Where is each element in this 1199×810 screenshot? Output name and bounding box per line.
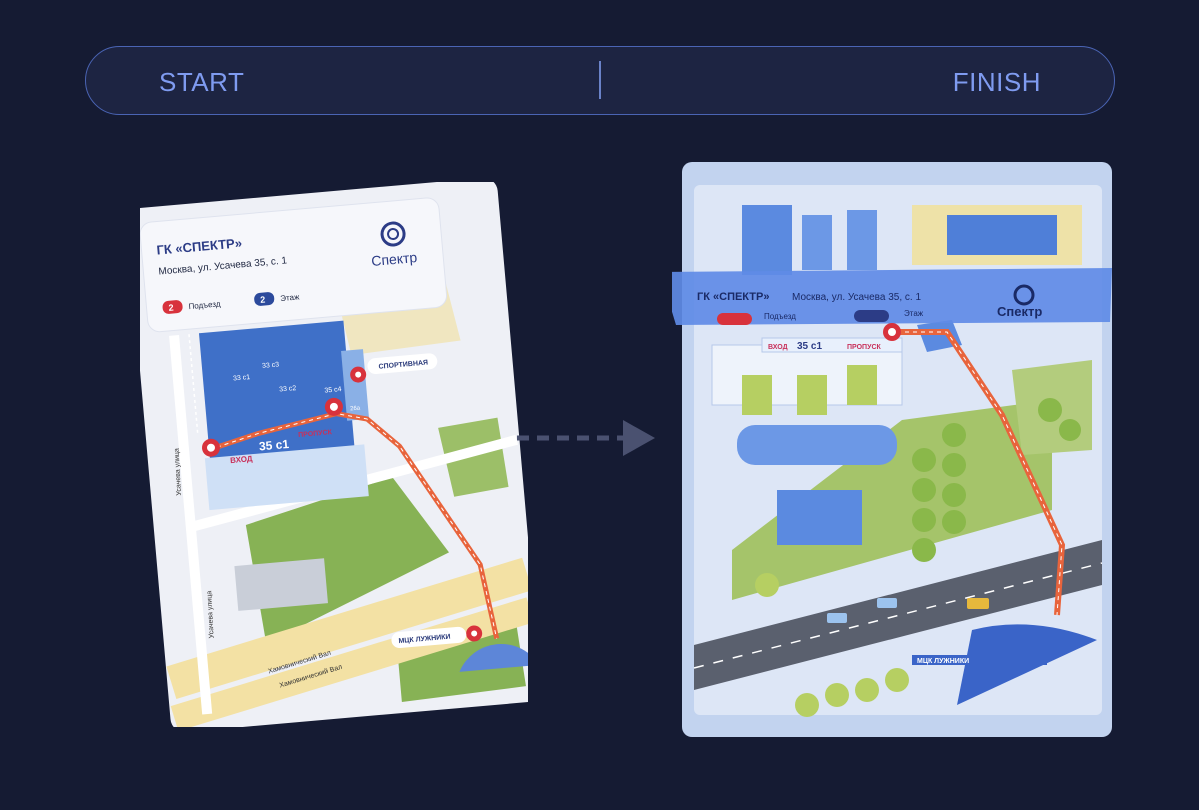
before-label-33c3: 33 с3 <box>262 361 280 369</box>
before-label-35c4: 35 с4 <box>324 386 342 394</box>
after-car-3-icon <box>967 598 989 609</box>
after-building-back-1 <box>742 205 792 275</box>
before-entrance-number: 2 <box>168 302 174 312</box>
after-car-1-icon <box>827 613 847 623</box>
after-metro-luzhniki-sign <box>912 655 1047 665</box>
finish-label: FINISH <box>952 67 1041 97</box>
before-entrance-pin-icon <box>201 438 220 457</box>
before-label-26a: 26а <box>350 406 361 413</box>
after-trees <box>755 398 1081 717</box>
before-label-35c1: 35 с1 <box>258 437 289 454</box>
after-car-2-icon <box>877 598 897 608</box>
after-header-panel <box>672 268 1112 325</box>
before-metro-sport-label: СПОРТИВНАЯ <box>378 359 428 370</box>
after-park-large <box>732 400 1052 600</box>
before-building-26a <box>341 349 370 421</box>
after-building-back-3 <box>847 210 877 270</box>
after-address: Москва, ул. Усачева 35, с. 1 <box>792 292 921 303</box>
after-floor-label: Этаж <box>904 309 924 318</box>
after-pass-text: ПРОПУСК <box>847 344 881 351</box>
before-route-dashes <box>216 413 498 639</box>
before-header-panel <box>140 197 448 333</box>
start-label: START <box>159 67 245 97</box>
before-metro-sport-badge <box>367 353 438 375</box>
before-building-block <box>198 320 355 463</box>
after-road <box>694 540 1102 690</box>
before-logo-icon <box>380 221 406 247</box>
before-metro-luzhniki-badge <box>391 626 467 649</box>
before-metro-luzhniki-pin-icon <box>466 625 483 642</box>
before-street-usacheva-1: Усачева улица <box>174 448 183 496</box>
after-building-lower <box>777 490 862 545</box>
before-building-grey-1 <box>234 558 328 611</box>
before-entrance-text: ВХОД <box>230 454 253 465</box>
transition-arrow-icon <box>517 420 655 456</box>
before-entrance-badge <box>162 300 183 314</box>
after-metro-luzhniki-label: МЦК ЛУЖНИКИ <box>917 658 969 665</box>
progress-divider <box>599 61 601 99</box>
after-building-courtyard-1 <box>742 375 772 415</box>
after-building-courtyard-2 <box>797 375 827 415</box>
before-entrance-label: Подъезд <box>188 299 221 311</box>
after-logo-icon <box>1013 284 1035 306</box>
after-company-name: ГК «СПЕКТР» <box>697 291 769 303</box>
after-building-back-2 <box>802 215 832 270</box>
before-logo-text: Спектр <box>371 249 418 269</box>
before-park-right <box>438 417 509 497</box>
before-company-name: ГК «СПЕКТР» <box>156 235 243 257</box>
after-building-courtyard-3 <box>847 365 877 405</box>
after-entrance-badge <box>717 313 752 325</box>
before-label-33c1: 33 с1 <box>233 374 251 382</box>
after-building-sign <box>761 337 903 353</box>
after-label-35c1: 35 с1 <box>797 341 822 352</box>
before-label-33c2: 33 с2 <box>279 385 297 393</box>
after-entrance-pin-icon <box>883 323 901 341</box>
after-floor-badge <box>854 310 889 322</box>
after-entrance-text: ВХОД <box>768 344 788 351</box>
before-metro-luzhniki-shape <box>459 643 528 672</box>
after-building-26a <box>917 320 962 352</box>
after-building-back-right <box>947 215 1057 255</box>
before-pass-pin-icon <box>324 397 343 416</box>
before-building-35c1 <box>204 444 369 511</box>
after-building-rounded <box>737 425 897 465</box>
before-road-khamovnichesky <box>166 557 528 699</box>
before-pass-text: ПРОПУСК <box>298 429 333 439</box>
after-entrance-label: Подъезд <box>764 312 796 321</box>
before-floor-label: Этаж <box>280 292 300 303</box>
before-street-usacheva-2: Усачева улица <box>206 591 215 639</box>
before-floor-number: 2 <box>260 294 266 304</box>
before-floor-badge <box>254 292 275 306</box>
after-logo-text: Спектр <box>997 304 1042 319</box>
progress-bar: START FINISH <box>85 46 1115 115</box>
before-metro-sport-pin-icon <box>350 366 367 383</box>
after-map-card: 35 с1 ВХОД ПРОПУСК МЦК ЛУЖНИКИ ГК «СПЕКТ… <box>672 162 1112 737</box>
before-map-card: 33 с1 33 с3 33 с2 35 с4 26а 35 с1 ВХОД П… <box>140 182 528 727</box>
before-metro-luzhniki-label: МЦК ЛУЖНИКИ <box>398 634 451 646</box>
after-route-dashes <box>897 331 1063 616</box>
before-walk-path <box>188 334 199 434</box>
